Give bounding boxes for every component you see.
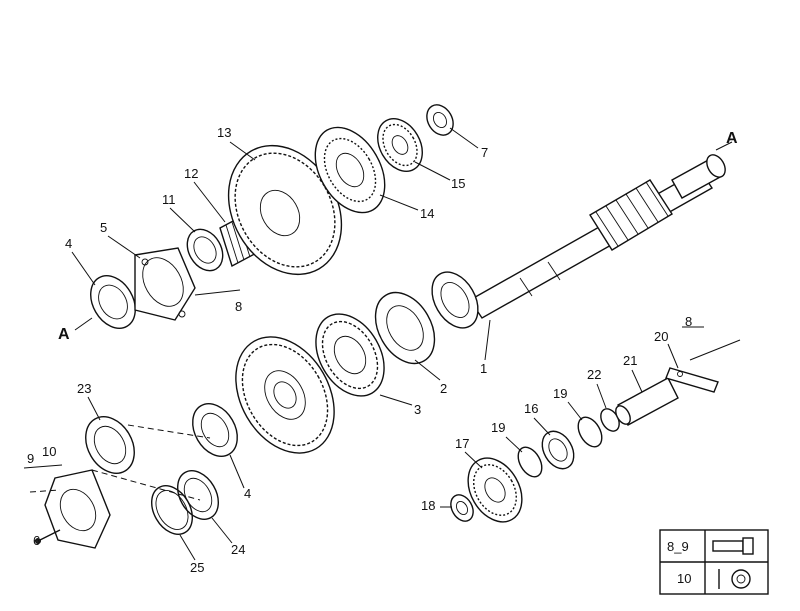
bearing-23: [85, 416, 135, 474]
gear-2: [315, 313, 385, 397]
label-20: 20: [654, 329, 668, 344]
label-25: 25: [190, 560, 204, 575]
label-23: 23: [77, 381, 91, 396]
label-22: 22: [587, 367, 601, 382]
label-8-upper: 8: [235, 299, 242, 314]
dashed-alignment-lines: [29, 424, 211, 501]
label-2: 2: [440, 381, 447, 396]
legend-label-bolt: 8_9: [667, 539, 689, 554]
gear-15: [377, 118, 423, 172]
washer-icon: [718, 569, 751, 589]
ring-24: [177, 470, 219, 520]
label-13: 13: [217, 125, 231, 140]
label-10: 10: [42, 444, 56, 459]
bolt-icon: [712, 537, 754, 555]
label-16: 16: [524, 401, 538, 416]
bearing-16: [541, 430, 575, 470]
synchronizer-14: [314, 126, 386, 214]
circlip-25: [151, 485, 193, 535]
label-4-lower: 4: [244, 486, 251, 501]
gear-17: [467, 457, 523, 523]
section-marker-a-right: A: [726, 130, 738, 147]
label-7: 7: [481, 145, 488, 160]
circlip-19-right: [577, 416, 603, 448]
label-4-upper: 4: [65, 236, 72, 251]
bolt-6: [35, 529, 61, 544]
bearing-4-lower: [192, 403, 238, 457]
lock-plate-20: [665, 339, 741, 393]
label-14: 14: [420, 206, 434, 221]
nut-7: [426, 104, 454, 136]
cover-plate: [44, 469, 111, 549]
label-1: 1: [480, 361, 487, 376]
shaft-21: [615, 377, 679, 426]
label-19-left: 19: [491, 420, 505, 435]
washer-18: [450, 494, 474, 522]
label-18: 18: [421, 498, 435, 513]
bearing-4-upper: [90, 275, 136, 329]
label-17: 17: [455, 436, 469, 451]
label-6: 6: [33, 533, 40, 548]
label-8-right: 8: [685, 314, 692, 329]
label-5: 5: [100, 220, 107, 235]
label-11: 11: [162, 192, 176, 207]
section-axis: [74, 141, 733, 331]
label-9: 9: [27, 451, 34, 466]
label-21: 21: [623, 353, 637, 368]
main-shaft: [374, 154, 726, 365]
circlip-19-left: [517, 446, 543, 478]
section-marker-a-left: A: [58, 326, 70, 343]
label-24: 24: [231, 542, 245, 557]
label-19-right: 19: [553, 386, 567, 401]
part-labels: A A 1 2 3 4 4 5 6 7 8 8 9 10 11 12 13 14…: [23, 125, 738, 575]
label-12: 12: [184, 166, 198, 181]
fastener-legend: 8_9 10: [659, 529, 769, 595]
flange-5: [134, 247, 196, 321]
legend-label-washer: 10: [677, 571, 691, 586]
label-3: 3: [414, 402, 421, 417]
label-15: 15: [451, 176, 465, 191]
gear-3: [235, 336, 335, 454]
